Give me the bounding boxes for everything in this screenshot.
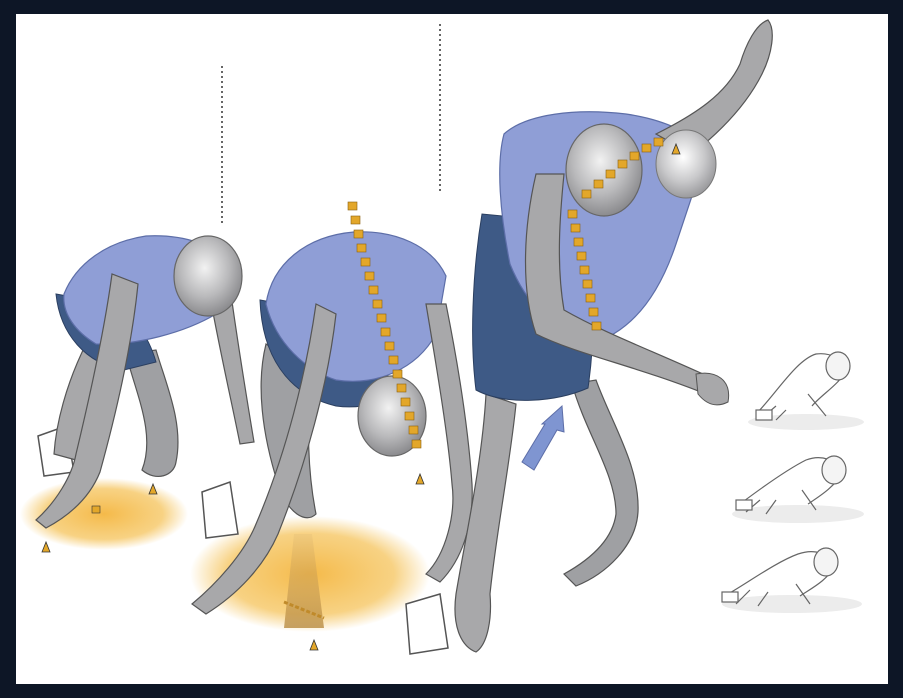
up-arrow-icon bbox=[522, 406, 564, 470]
sprint-start-illustration bbox=[16, 14, 888, 684]
illustration-panel bbox=[16, 14, 888, 684]
thumbnail-sketch-3 bbox=[722, 548, 862, 613]
thumbnail-sketch-2 bbox=[732, 456, 864, 523]
thumbnail-sketch-1 bbox=[748, 352, 864, 430]
runner-drive-phase bbox=[406, 20, 772, 654]
